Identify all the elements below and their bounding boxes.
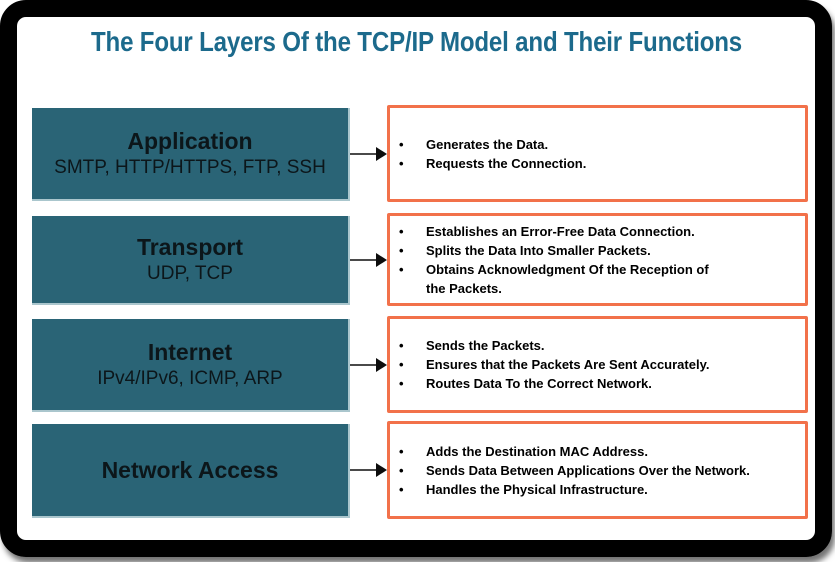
diagram-title-text: The Four Layers Of the TCP/IP Model and … bbox=[90, 26, 743, 57]
function-item: Ensures that the Packets Are Sent Accura… bbox=[390, 355, 797, 374]
arrow-head-icon bbox=[376, 252, 387, 267]
function-list: Establishes an Error-Free Data Connectio… bbox=[390, 222, 805, 298]
layer-name: Internet bbox=[147, 339, 233, 365]
function-item: Establishes an Error-Free Data Connectio… bbox=[390, 222, 797, 241]
function-item: Adds the Destination MAC Address. bbox=[390, 442, 797, 461]
diagram-title: The Four Layers Of the TCP/IP Model and … bbox=[20, 26, 813, 58]
function-item: Splits the Data Into Smaller Packets. bbox=[390, 241, 797, 260]
function-item: Requests the Connection. bbox=[390, 154, 797, 173]
function-list: Sends the Packets.Ensures that the Packe… bbox=[390, 336, 805, 393]
layer-protocols: IPv4/IPv6, ICMP, ARP bbox=[97, 368, 283, 389]
layer-functions-box-transport: Establishes an Error-Free Data Connectio… bbox=[387, 213, 808, 306]
arrow-right-connector bbox=[350, 146, 387, 162]
arrow-line bbox=[350, 152, 376, 155]
function-item: Generates the Data. bbox=[390, 135, 797, 154]
arrow-right-connector bbox=[350, 357, 387, 373]
function-item: Obtains Acknowledgment Of the Reception … bbox=[390, 260, 797, 298]
function-item: Sends Data Between Applications Over the… bbox=[390, 461, 797, 480]
layer-box-network-access: Network Access bbox=[32, 424, 350, 518]
function-list: Adds the Destination MAC Address.Sends D… bbox=[390, 442, 805, 499]
arrow-head-icon bbox=[376, 463, 387, 477]
arrow-head-icon bbox=[376, 146, 387, 161]
layer-row-network-access: Network Access Adds the Destination MAC … bbox=[32, 421, 808, 519]
layer-functions-box-network-access: Adds the Destination MAC Address.Sends D… bbox=[387, 421, 808, 519]
layer-functions-box-internet: Sends the Packets.Ensures that the Packe… bbox=[387, 316, 808, 413]
arrow-right-connector bbox=[350, 462, 387, 478]
arrow-line bbox=[350, 258, 376, 261]
layer-name: Network Access bbox=[101, 456, 279, 483]
function-item: Handles the Physical Infrastructure. bbox=[390, 480, 797, 499]
layer-protocols: UDP, TCP bbox=[147, 263, 233, 284]
arrow-head-icon bbox=[376, 357, 387, 372]
layer-name: Application bbox=[127, 128, 253, 154]
function-list: Generates the Data.Requests the Connecti… bbox=[390, 135, 805, 173]
arrow-right-connector bbox=[350, 252, 387, 268]
arrow-line bbox=[350, 469, 376, 471]
function-item: Sends the Packets. bbox=[390, 336, 797, 355]
layer-name: Transport bbox=[136, 234, 244, 260]
layer-protocols: SMTP, HTTP/HTTPS, FTP, SSH bbox=[54, 157, 326, 178]
function-item: Routes Data To the Correct Network. bbox=[390, 374, 797, 393]
arrow-line bbox=[350, 363, 376, 366]
layer-functions-box-application: Generates the Data.Requests the Connecti… bbox=[387, 105, 808, 202]
